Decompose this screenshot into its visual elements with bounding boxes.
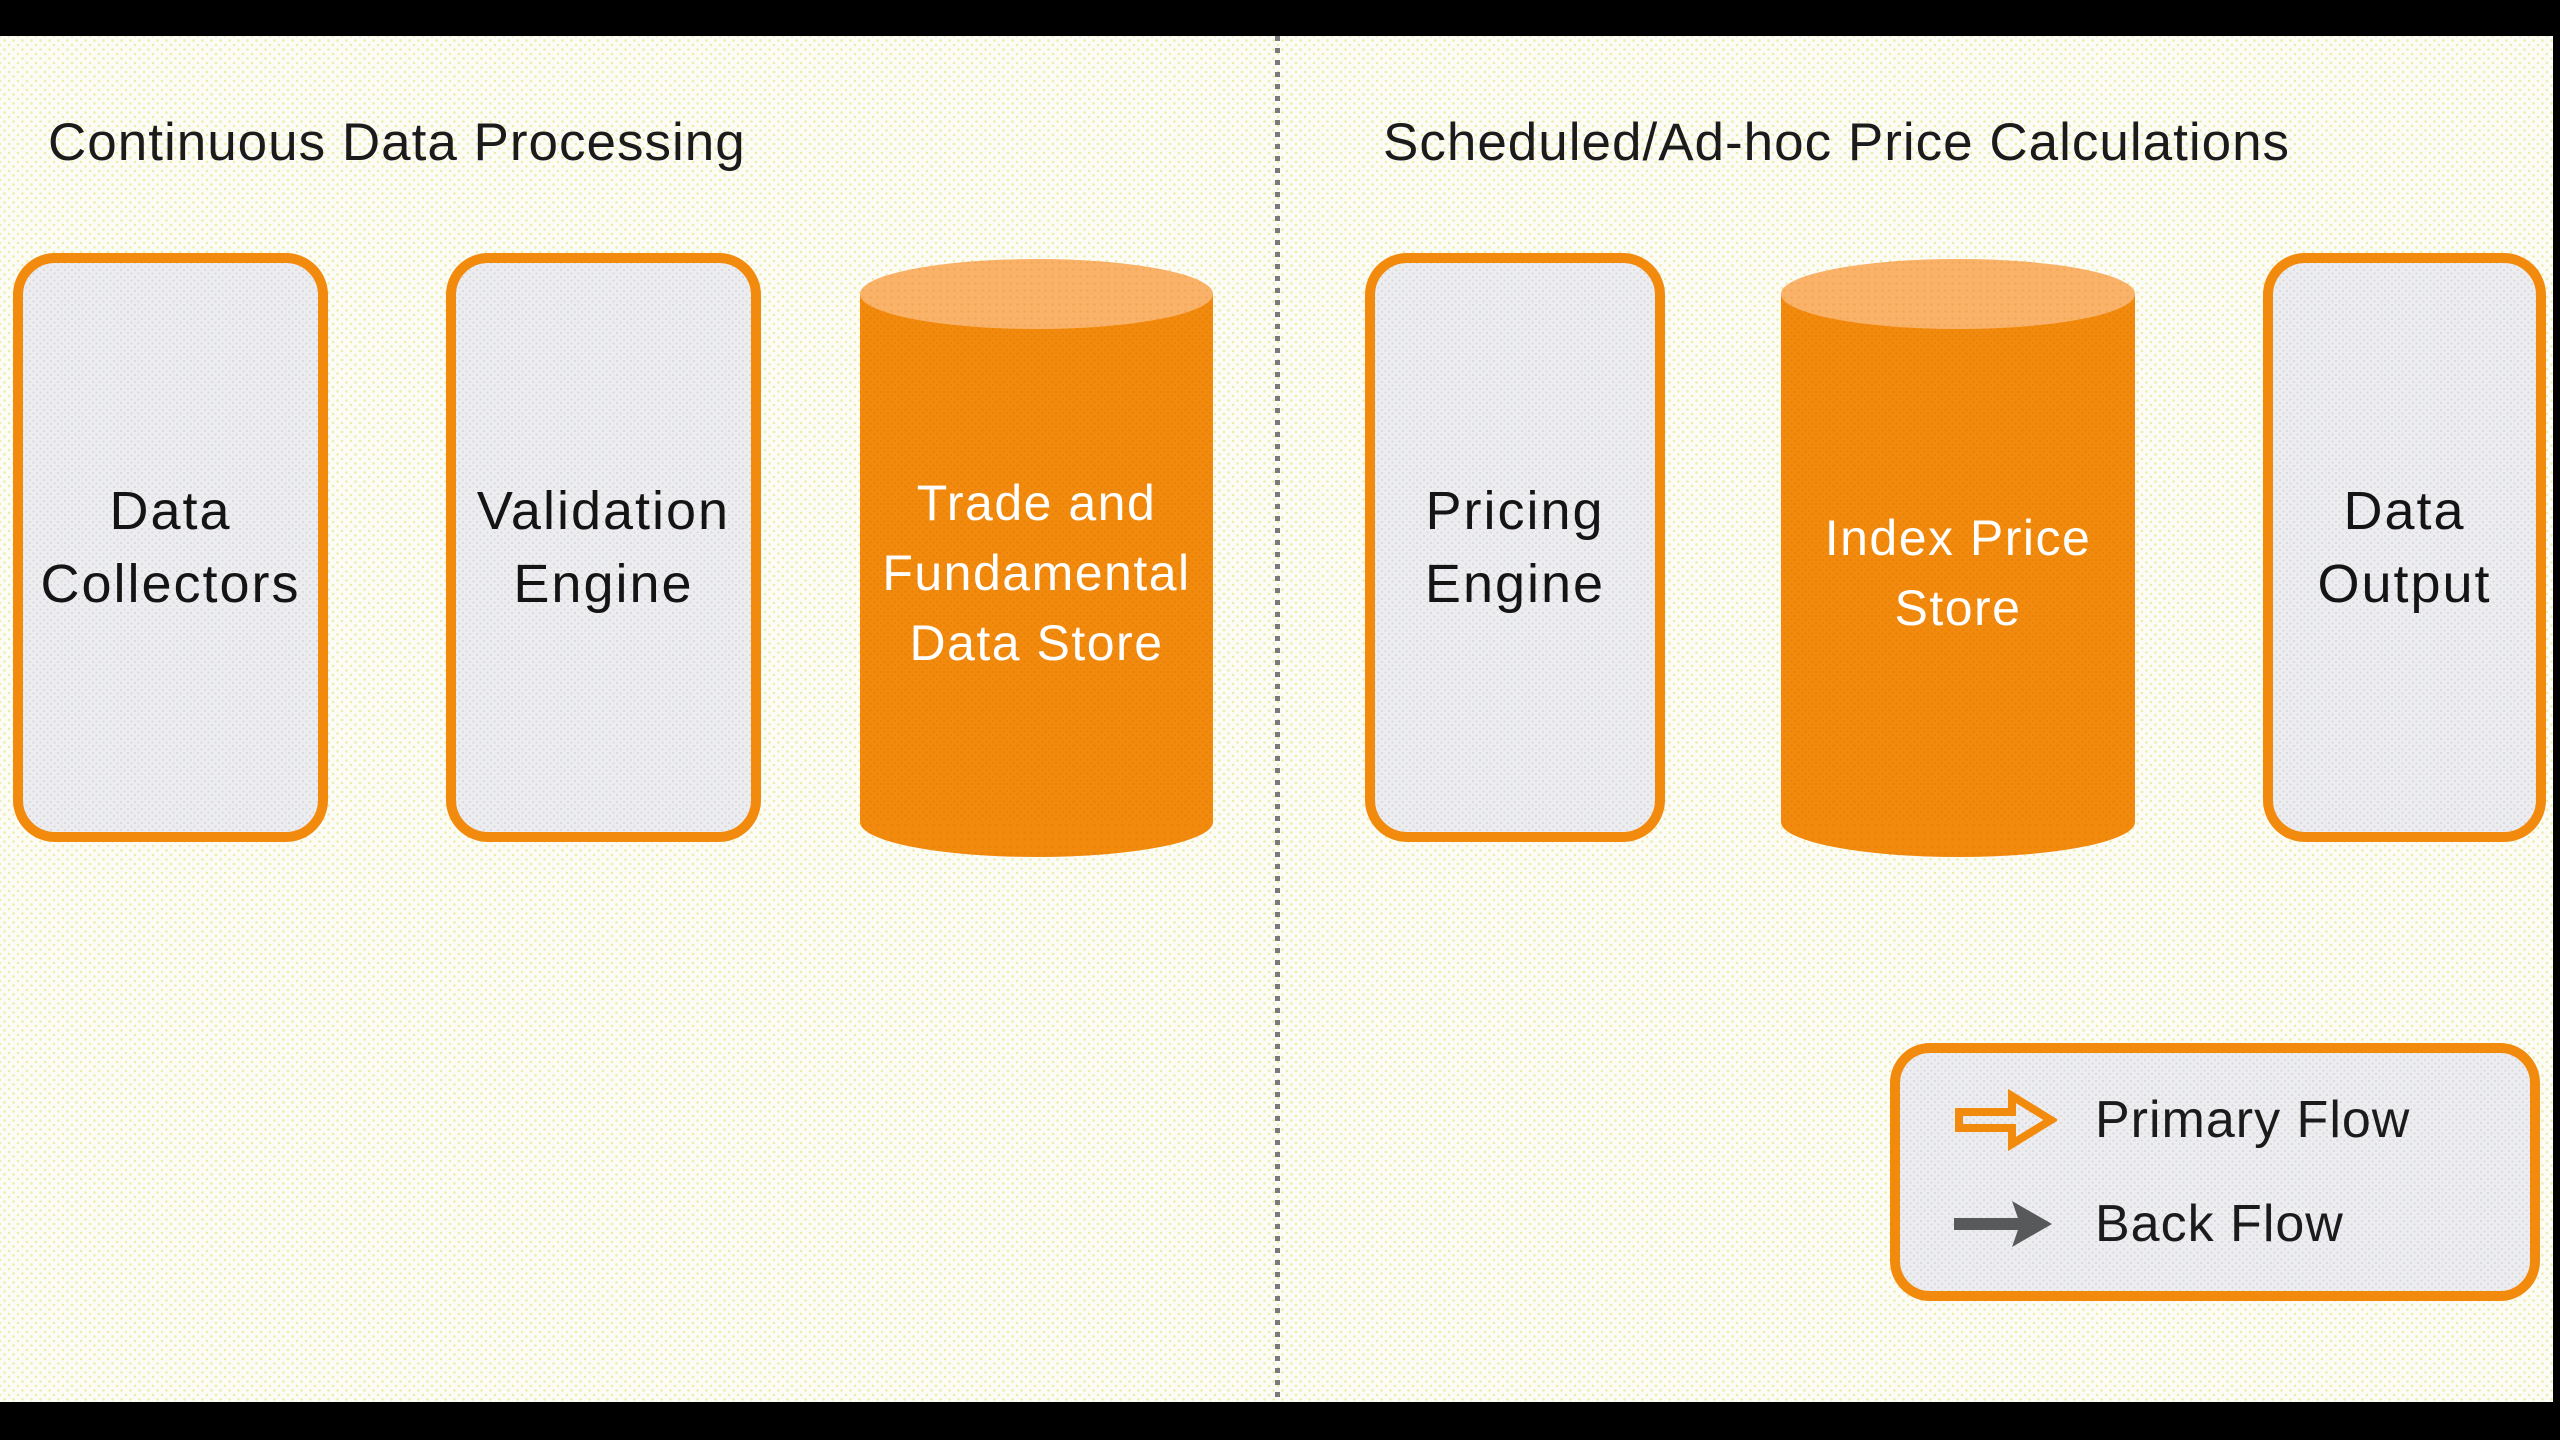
section-title-continuous-data-processing: Continuous Data Processing	[48, 113, 746, 172]
back-flow-arrow-icon	[1954, 1201, 2052, 1247]
legend-row-back-flow: Back Flow	[1952, 1181, 2530, 1267]
letterbox-bottom-bar	[0, 1402, 2560, 1440]
letterbox-top-bar	[0, 0, 2560, 36]
legend-label-back-flow: Back Flow	[2095, 1195, 2344, 1253]
primary-flow-arrow-icon	[1955, 1089, 2057, 1151]
legend-row-primary-flow: Primary Flow	[1952, 1077, 2530, 1163]
diagram-background: Continuous Data Processing Scheduled/Ad-…	[0, 36, 2553, 1402]
letterbox-right-strip	[2553, 0, 2560, 1440]
section-title-scheduled-adhoc-price-calculations: Scheduled/Ad-hoc Price Calculations	[1383, 113, 2291, 172]
cylinder-body	[1781, 294, 2135, 822]
legend: Primary Flow Back Flow	[1890, 1043, 2540, 1301]
section-divider-dotted-line	[1275, 36, 1280, 1402]
legend-label-primary-flow: Primary Flow	[2095, 1091, 2411, 1149]
cylinder-top	[1781, 259, 2135, 329]
cylinder-body	[860, 294, 1213, 822]
cylinder-top	[860, 259, 1213, 329]
